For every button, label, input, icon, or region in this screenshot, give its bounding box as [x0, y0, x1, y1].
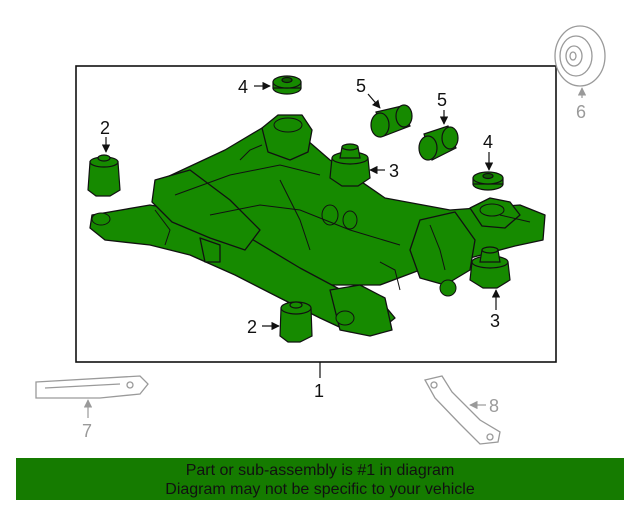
damper-6[interactable] — [554, 25, 606, 87]
callout-5-right[interactable]: 5 — [437, 90, 447, 110]
plate-7[interactable] — [35, 375, 149, 399]
leader-lines — [101, 81, 501, 378]
bushing-2-lower[interactable] — [279, 301, 313, 343]
callout-8[interactable]: 8 — [489, 396, 499, 416]
info-banner: Part or sub-assembly is #1 in diagram Di… — [16, 458, 624, 500]
mount-3-upper[interactable] — [329, 143, 371, 187]
parts-diagram: 1 2 2 3 3 4 4 5 5 6 7 8 — [35, 25, 606, 445]
bushing-5-right[interactable] — [418, 125, 459, 161]
assembly-frame — [75, 65, 557, 363]
bracket-8[interactable] — [424, 375, 501, 445]
callout-3-lower[interactable]: 3 — [490, 311, 500, 331]
callout-2-left[interactable]: 2 — [100, 118, 110, 138]
subframe-details — [91, 117, 531, 326]
leader-lines-gray — [83, 87, 587, 418]
mount-3-lower[interactable] — [469, 246, 511, 289]
banner-line-1: Part or sub-assembly is #1 in diagram — [185, 462, 455, 479]
stopper-4-top[interactable] — [272, 75, 302, 95]
bushing-2-left[interactable] — [87, 154, 121, 197]
callout-7[interactable]: 7 — [82, 421, 92, 441]
callout-4-top[interactable]: 4 — [238, 77, 248, 97]
callout-5-left[interactable]: 5 — [356, 76, 366, 96]
callout-3-upper[interactable]: 3 — [389, 161, 399, 181]
callout-1[interactable]: 1 — [314, 381, 324, 401]
callout-4-right[interactable]: 4 — [483, 132, 493, 152]
callout-2-lower[interactable]: 2 — [247, 317, 257, 337]
banner-line-2: Diagram may not be specific to your vehi… — [165, 481, 475, 498]
stopper-4-right[interactable] — [472, 171, 504, 191]
bushing-5-left[interactable] — [370, 104, 413, 138]
callout-6[interactable]: 6 — [576, 102, 586, 122]
subframe-crossmember[interactable] — [89, 114, 546, 337]
